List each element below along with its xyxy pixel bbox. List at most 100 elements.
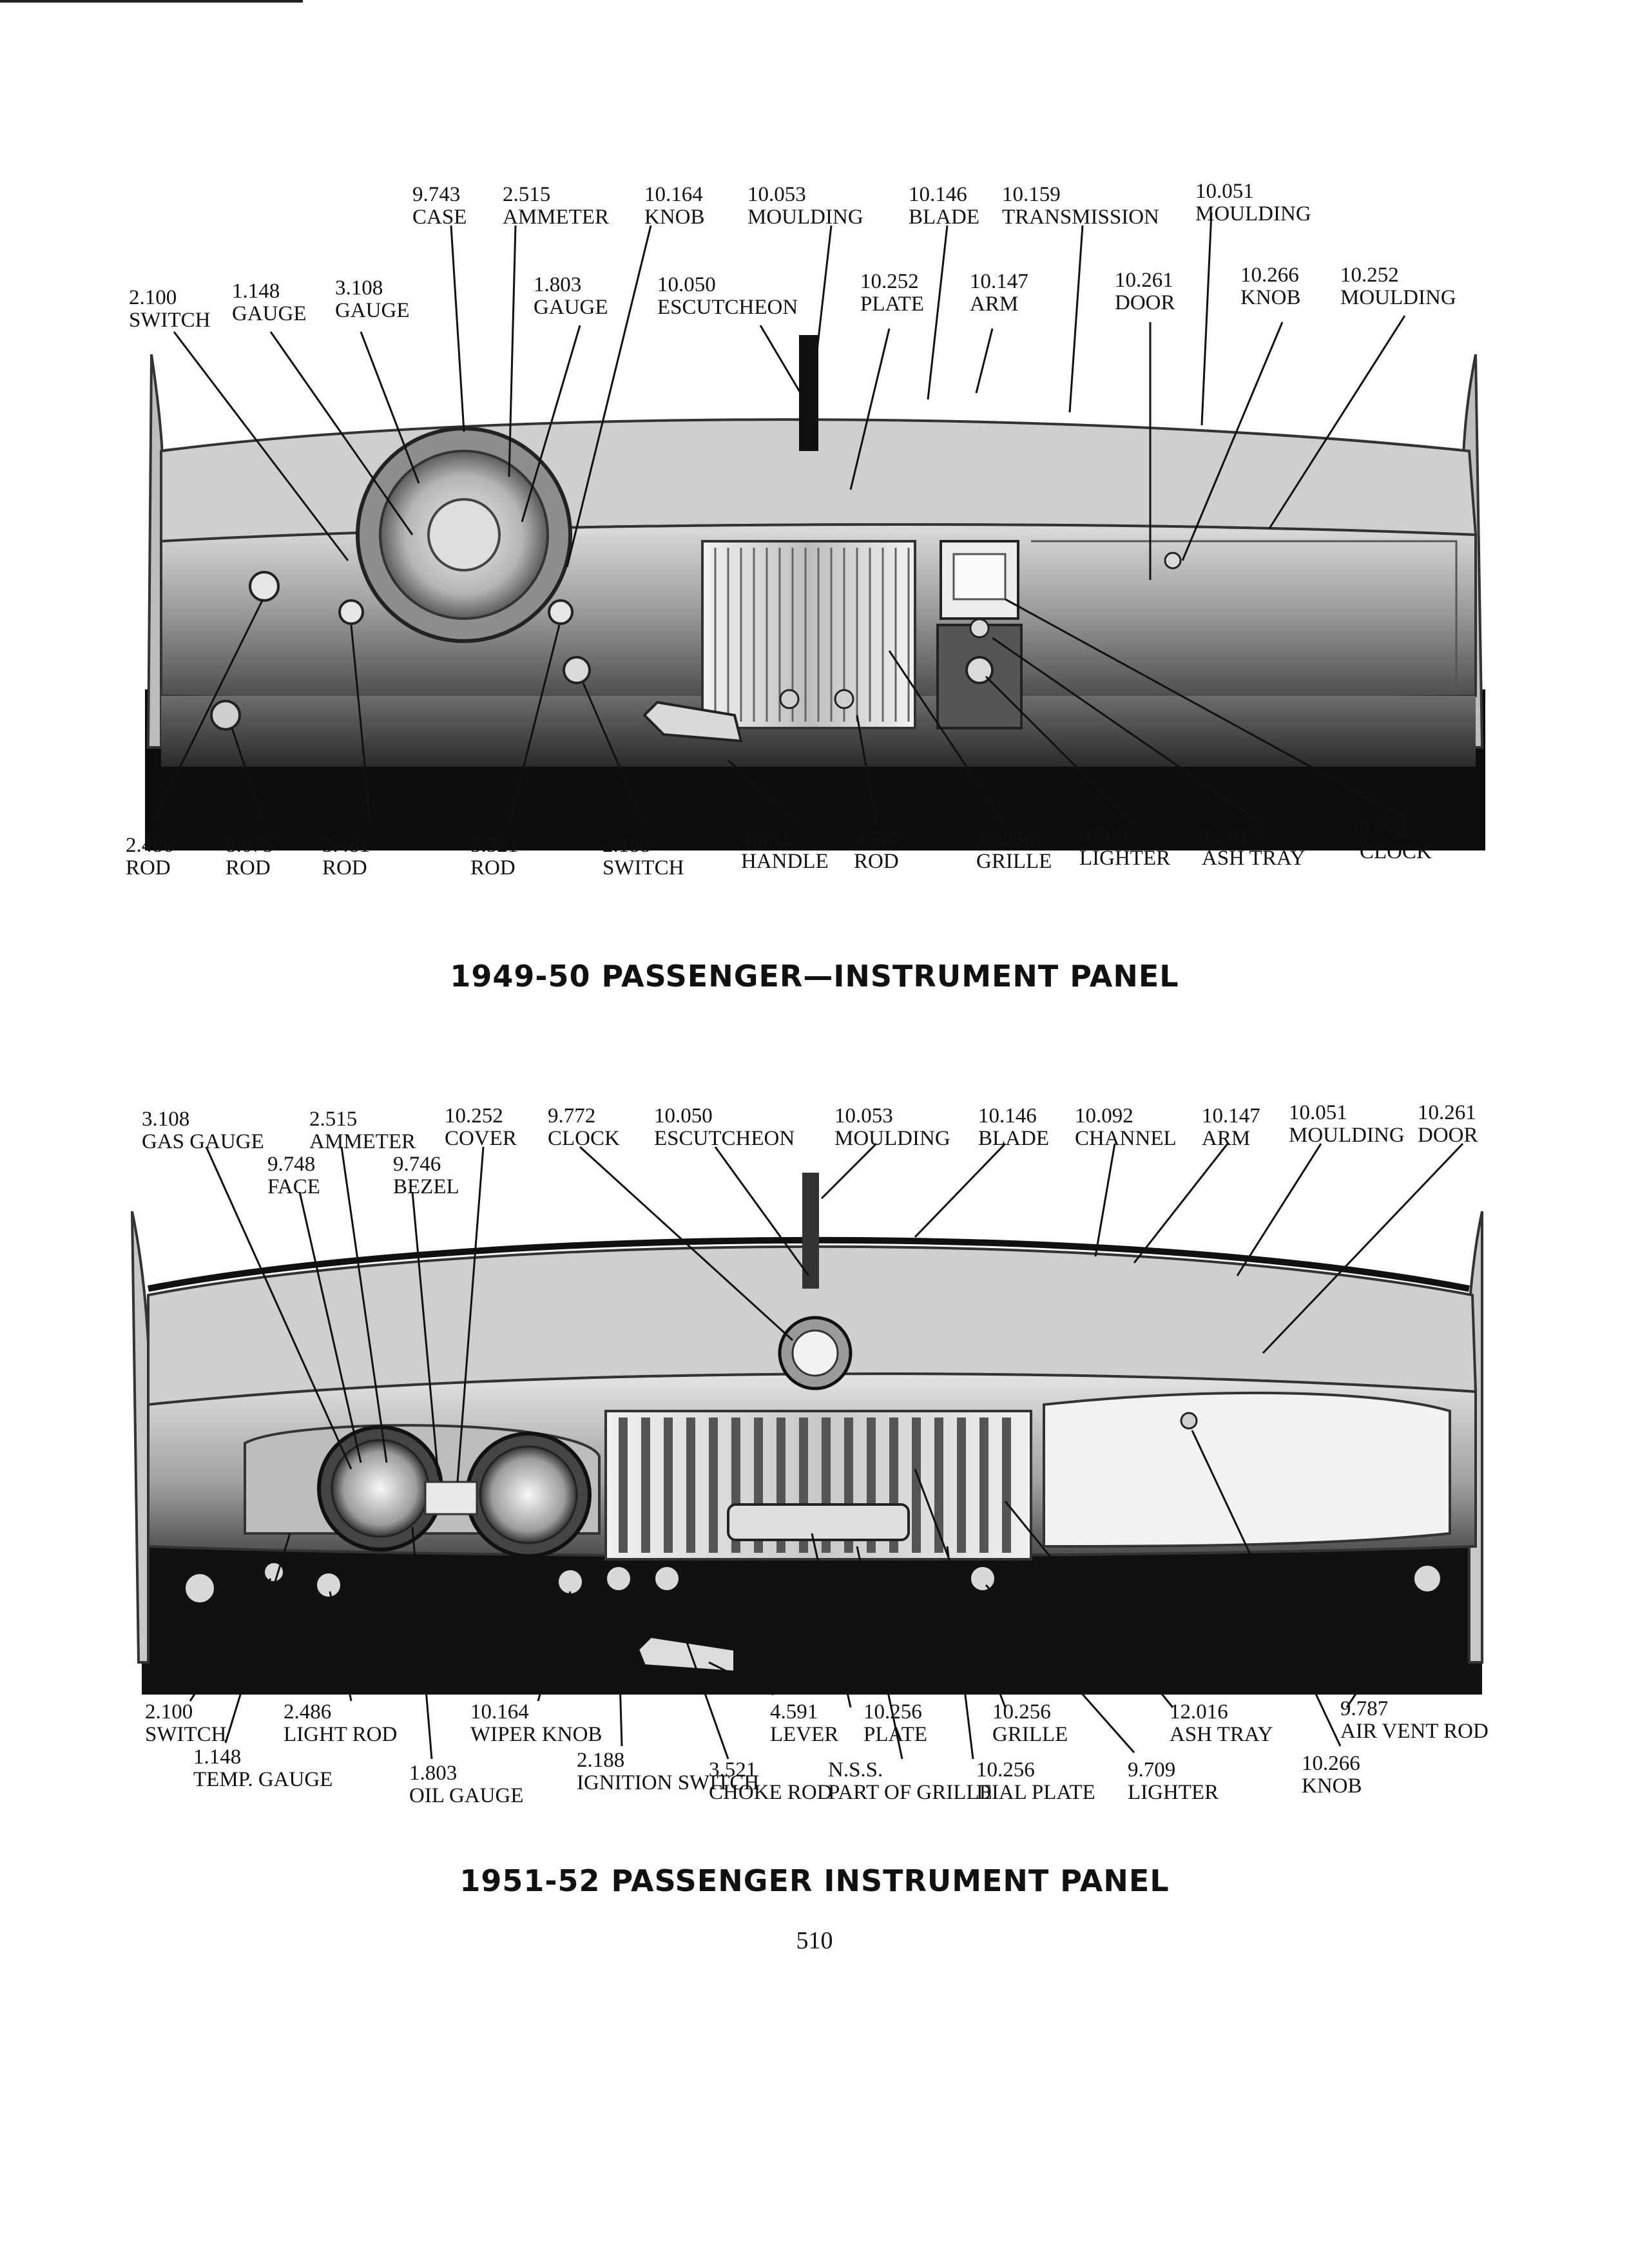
part-name: ROD <box>322 856 367 879</box>
part-number: 9.772 <box>548 1104 596 1128</box>
part-number: 3.521 <box>470 834 519 857</box>
figure-caption-1951-52: 1951-52 PASSENGER INSTRUMENT PANEL <box>459 1863 1170 1898</box>
part-name: GAUGE <box>232 302 307 325</box>
part-number: 10.261 <box>1418 1101 1476 1124</box>
part-name: WIPER KNOB <box>470 1723 602 1746</box>
part-number: 9.743 <box>412 183 461 206</box>
dashboard-photo-1949-50 <box>145 335 1485 850</box>
page-number: 510 <box>796 1927 833 1954</box>
part-name: IGNITION SWITCH <box>577 1771 760 1794</box>
part-name: BLADE <box>909 206 979 229</box>
part-name: AMMETER <box>309 1130 416 1153</box>
part-name: ROD <box>126 856 171 879</box>
part-name: ARM <box>1202 1127 1251 1150</box>
part-name: HANDLE <box>741 850 829 873</box>
part-number: 2.515 <box>309 1108 358 1131</box>
part-number: 10.146 <box>909 183 967 206</box>
part-number: 2.515 <box>503 183 551 206</box>
part-name: BLADE <box>978 1127 1049 1150</box>
part-number: 10.092 <box>1075 1104 1133 1128</box>
part-number: 8.075 <box>226 834 274 857</box>
part-number: 10.147 <box>1202 1104 1260 1128</box>
part-number: 2.486 <box>126 834 174 857</box>
dashboard-photo-1951-52 <box>131 1173 1483 1695</box>
part-name: TRANSMISSION <box>1002 206 1159 229</box>
part-name: COVER <box>445 1127 517 1150</box>
part-name: GRILLE <box>976 850 1052 873</box>
part-name: MOULDING <box>834 1127 950 1150</box>
part-number: 10.053 <box>747 183 806 206</box>
part-name: TEMP. GAUGE <box>193 1768 333 1791</box>
part-number: 2.188 <box>602 834 651 857</box>
callout-part-of-grille: N.S.S.PART OF GRILLE <box>828 1759 992 1804</box>
part-number: 1.148 <box>193 1745 242 1769</box>
part-number: 10.146 <box>978 1104 1037 1128</box>
part-number: 3.481 <box>322 834 371 857</box>
part-number: 10.147 <box>970 270 1028 293</box>
part-number: 4.591 <box>770 1700 818 1724</box>
part-name: PLATE <box>863 1723 927 1746</box>
part-number: 10.256 <box>863 1700 922 1724</box>
part-number: 9.772 <box>1360 818 1408 841</box>
part-number: 10.164 <box>644 183 703 206</box>
part-name: CASE <box>412 206 467 229</box>
part-number: 9.787 <box>854 827 902 850</box>
part-name: CLOCK <box>548 1127 620 1150</box>
part-number: 2.100 <box>129 286 177 309</box>
part-number: 9.709 <box>1079 824 1128 847</box>
part-number: 10.051 <box>1195 180 1254 203</box>
part-number: 10.256 <box>976 1758 1035 1782</box>
part-name: CHOKE ROD <box>709 1781 833 1804</box>
part-number: 1.803 <box>409 1762 458 1785</box>
part-number: 10.252 <box>860 270 919 293</box>
part-number: 10.050 <box>657 273 716 296</box>
figure-caption-1949-50: 1949-50 PASSENGER—INSTRUMENT PANEL <box>450 959 1179 994</box>
part-number: 1.803 <box>534 273 582 296</box>
part-name: MOULDING <box>1340 286 1456 309</box>
part-name: KNOB <box>1302 1774 1362 1798</box>
part-number: 4.592 <box>741 827 789 850</box>
part-number: 10.256 <box>992 1700 1051 1724</box>
callout-leader-lines-1949-50 <box>150 212 1406 826</box>
